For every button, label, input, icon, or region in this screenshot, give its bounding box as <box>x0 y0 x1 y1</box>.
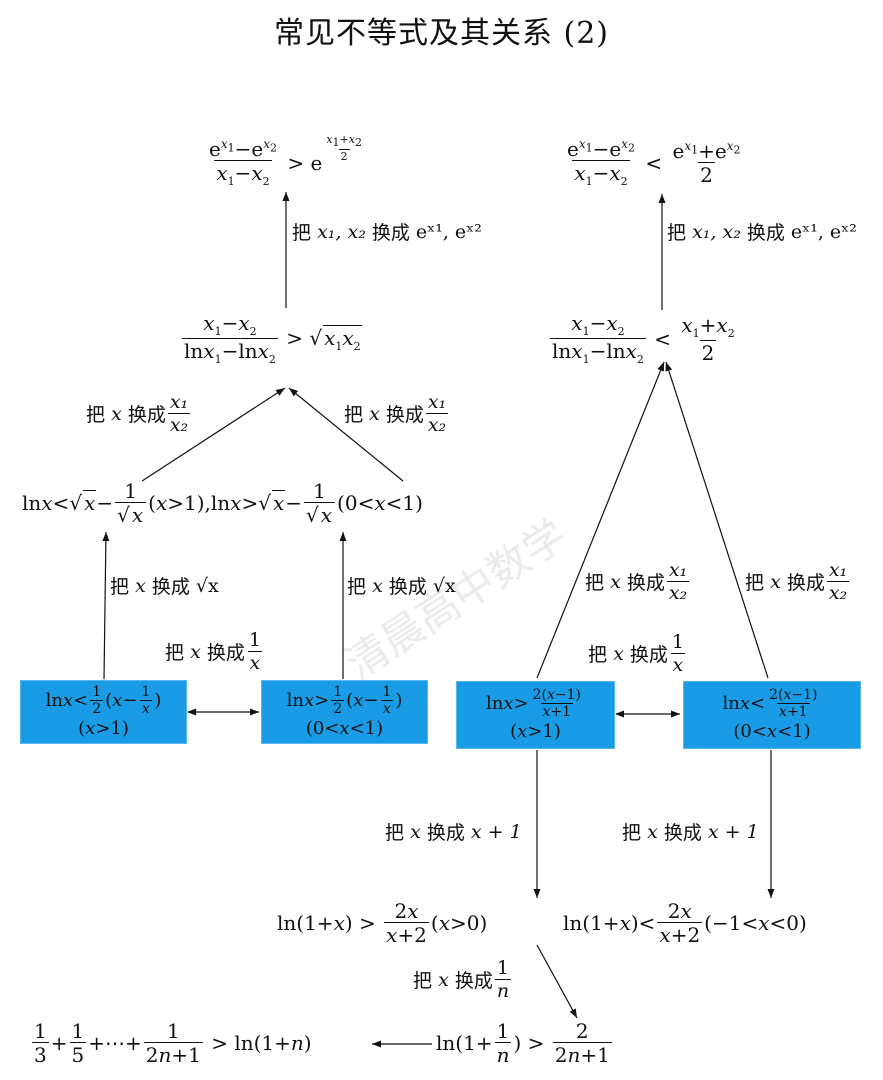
label-sqrt-left: 把 x 换成 √x <box>110 574 219 599</box>
arrow-box3-up <box>536 361 665 679</box>
label-left-exp: 把 x₁, x₂ 换成 eˣ¹, eˣ² <box>292 220 482 245</box>
arrow-v1-up <box>141 387 286 482</box>
formula-sqrt-row: lnx<√x− 1√x (x>1),lnx>√x− 1√x (0<x<1) <box>22 479 423 527</box>
label-xplus1-right: 把 x 换成 x + 1 <box>622 820 759 845</box>
label-sqrt-right: 把 x 换成 √x <box>347 574 456 599</box>
arrow-box4-up <box>665 361 769 679</box>
label-right-exp: 把 x₁, x₂ 换成 eˣ¹, eˣ² <box>667 220 857 245</box>
page-title: 常见不等式及其关系 (2) <box>273 16 610 51</box>
arrow-box1-up <box>102 531 110 680</box>
arrow-v2-up <box>288 387 404 482</box>
arrow-diag-down <box>536 944 578 1019</box>
label-xplus1-left: 把 x 换成 x + 1 <box>385 820 522 845</box>
